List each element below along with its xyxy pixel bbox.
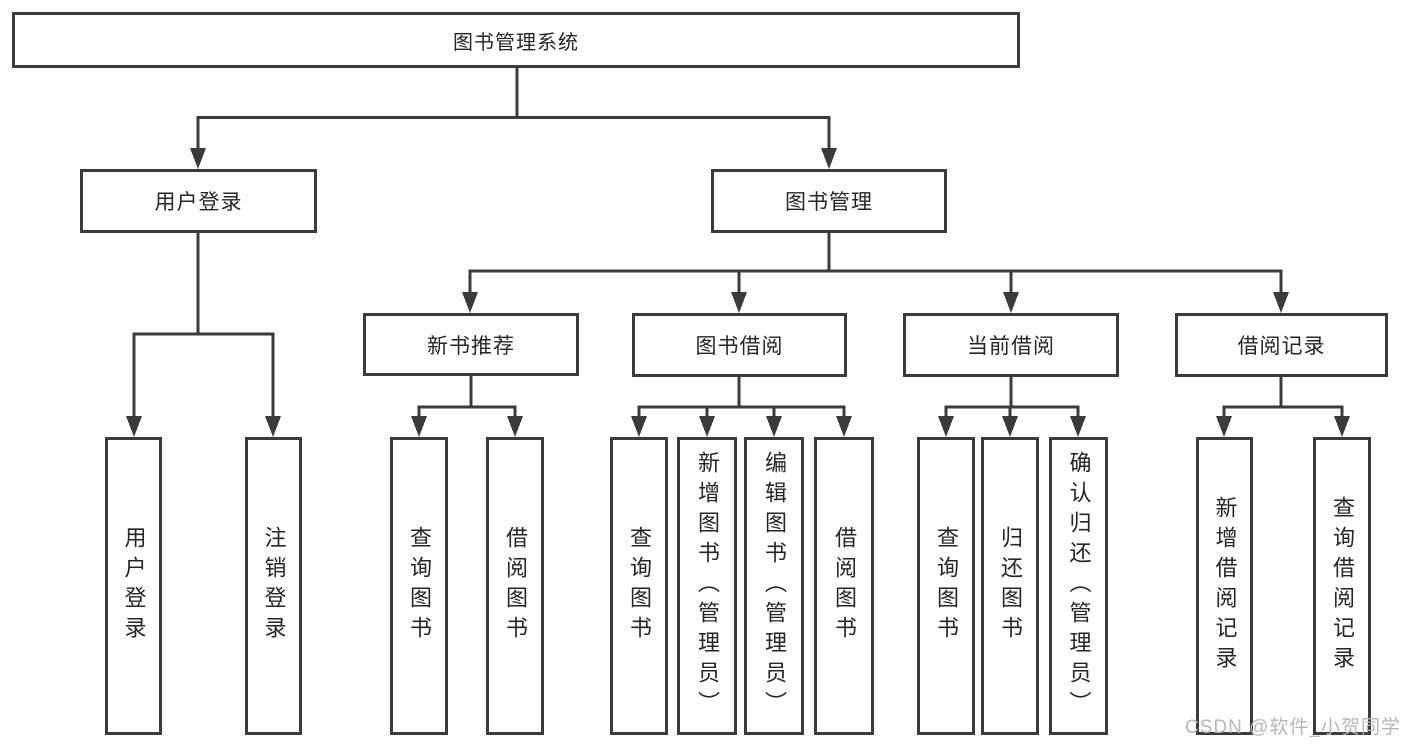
node-current-borrow: 当前借阅 — [903, 313, 1119, 377]
leaf-newbook-borrow: 借阅图书 — [486, 437, 544, 735]
node-book-borrow: 图书借阅 — [632, 313, 847, 377]
arrowheads — [126, 148, 1350, 437]
node-book-mgmt: 图书管理 — [711, 169, 947, 233]
leaf-current-query: 查询图书 — [917, 437, 975, 735]
leaf-current-return: 归还图书 — [981, 437, 1039, 735]
node-user-login: 用户登录 — [80, 169, 317, 233]
node-root: 图书管理系统 — [12, 12, 1020, 68]
leaf-borrow-query: 查询图书 — [610, 437, 668, 735]
leaf-records-query: 查询借阅记录 — [1313, 437, 1371, 735]
node-new-book: 新书推荐 — [363, 313, 579, 376]
leaf-borrow-add-admin: 新增图书（管理员） — [677, 437, 737, 735]
leaf-borrow-borrow: 借阅图书 — [814, 437, 874, 735]
leaf-records-add: 新增借阅记录 — [1196, 437, 1253, 735]
leaf-current-confirm-admin: 确认归还（管理员） — [1049, 437, 1108, 735]
leaf-borrow-edit-admin: 编辑图书（管理员） — [744, 437, 804, 735]
leaf-logout: 注销登录 — [245, 437, 302, 735]
leaf-newbook-query: 查询图书 — [390, 437, 448, 735]
csdn-watermark: CSDN @软件_小贺同学 — [1185, 717, 1401, 738]
node-borrow-records: 借阅记录 — [1175, 313, 1388, 377]
leaf-user-login: 用户登录 — [105, 437, 162, 735]
